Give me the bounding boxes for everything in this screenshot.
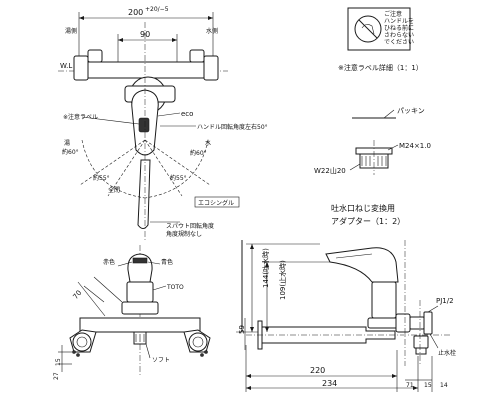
adapter-title-2: アダプター（1：2） — [331, 216, 405, 226]
hot-label: 湯 — [64, 139, 70, 147]
rotation-arcs — [79, 139, 211, 199]
badge-line-2: ハンドルを — [384, 18, 414, 25]
cold-angle: 約55° — [170, 174, 187, 182]
caution-label-callout: ※注意ラベル — [63, 113, 98, 121]
eco-single-label: エコシングル — [198, 199, 234, 207]
spout-restriction-label: 角度規制なし — [166, 230, 202, 238]
badge-line-3: ひねる前に — [384, 24, 414, 32]
thread-w22-label: W22山20 — [314, 166, 346, 175]
eco-single-box — [194, 196, 240, 208]
dimension-15-side: 15 — [424, 382, 432, 389]
dimension-234: 234 — [322, 379, 337, 388]
thread-m24-label: M24×1.0 — [399, 142, 431, 150]
caution-label-detail: ご注意 ハンドルを ひねる前に さわらない でください ※注意ラベル詳細（1：1… — [338, 7, 423, 72]
dimension-14: 14 — [440, 382, 448, 389]
hand-icon — [361, 24, 375, 35]
side-body — [371, 281, 397, 319]
eco-label: eco — [181, 110, 193, 118]
dimension-71: 71 — [406, 382, 414, 389]
badge-line-4: さわらない — [384, 32, 414, 39]
label-detail-title: ※注意ラベル詳細（1：1） — [338, 63, 423, 72]
badge-line-5: でください — [384, 39, 414, 46]
dimension-109: 109(止水時) — [278, 260, 287, 300]
front-cartridge — [126, 281, 154, 303]
blue-mark-label: 青色 — [161, 258, 173, 266]
dimension-27: 27 — [53, 372, 60, 380]
faucet-body-top — [73, 49, 219, 229]
handle-rotation-angle: ハンドル回転角度左右50° — [197, 123, 268, 131]
dimension-59: 59 — [238, 325, 246, 334]
wall-line-label: W.L — [60, 62, 72, 70]
water-stop-label: 止水栓 — [438, 349, 456, 357]
caution-badge — [347, 7, 411, 51]
caution-label-mark — [138, 117, 150, 133]
hot-side-label: 湯側 — [65, 27, 77, 35]
right-union — [188, 332, 208, 352]
badge-line-1: ご注意 — [384, 10, 402, 18]
dimension-220: 220 — [310, 366, 325, 375]
spout-rotation-label: スパウト回転角度 — [166, 222, 214, 230]
right-angle: 約60° — [190, 149, 207, 157]
top-view: 200 +20/−5 90 湯側 水側 W.L — [58, 6, 268, 240]
adapter-title-1: 吐水口ねじ変換用 — [331, 203, 395, 213]
red-mark-label: 赤色 — [103, 258, 115, 266]
dimension-15: 15 — [55, 358, 62, 366]
toto-label: TOTO — [166, 284, 184, 291]
dimension-144: 144(吐水時) — [261, 248, 270, 288]
front-view: 赤色 青色 TOTO ソフト 70 15 27 — [53, 245, 211, 380]
max-label: 全閉 — [108, 186, 120, 194]
soft-label: ソフト — [152, 357, 170, 364]
left-angle: 約60° — [62, 148, 79, 156]
dimension-70: 70 — [72, 289, 84, 301]
left-union — [72, 332, 92, 352]
side-handle-lever — [325, 247, 399, 283]
side-view: 144(吐水時) 109(止水時) 59 220 234 71 15 14 PJ… — [236, 240, 456, 392]
cold-side-label: 水側 — [206, 27, 218, 35]
hot-angle: 約55° — [93, 174, 110, 182]
packing-label: パッキン — [397, 107, 425, 115]
front-body — [79, 317, 201, 333]
handle-color-mark — [132, 257, 148, 264]
dimension-width-tolerance: +20/−5 — [145, 6, 169, 13]
water-stop-valve — [423, 311, 433, 335]
adapter-detail: パッキン M24×1.0 W22山20 吐水口ねじ変換用 アダプター（1：2） — [314, 107, 431, 226]
prohibition-icon — [354, 15, 382, 43]
pj-label: PJ1/2 — [436, 297, 454, 305]
cold-label: 水 — [205, 139, 211, 147]
dimension-width: 200 +20/−5 — [78, 6, 214, 58]
dimension-width-value: 200 — [128, 8, 143, 17]
